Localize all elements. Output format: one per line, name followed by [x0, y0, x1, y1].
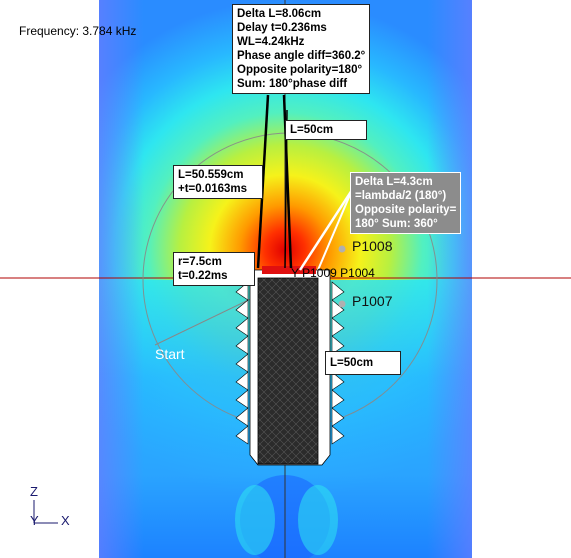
- start-label: Start: [155, 346, 185, 362]
- annotation-line: r=7.5cm: [178, 256, 222, 268]
- annotation-text: L=50cm: [290, 124, 334, 136]
- annotation-l50-right[interactable]: L=50cm: [325, 351, 401, 375]
- annotation-line: Opposite polarity=180°: [237, 64, 363, 76]
- annotation-text: L=50cm: [330, 357, 374, 369]
- annotation-line: WL=4.24kHz: [237, 36, 305, 48]
- probe-label-p1007[interactable]: P1007: [352, 293, 393, 309]
- annotation-radius[interactable]: r=7.5cm t=0.22ms: [173, 252, 255, 286]
- annotation-l50-top[interactable]: L=50cm: [285, 120, 367, 140]
- axis-x-label: X: [61, 513, 70, 528]
- annotation-line: Sum: 180°phase diff: [237, 78, 348, 90]
- annotation-line: L=50.559cm: [178, 169, 244, 181]
- annotation-line: +t=0.0163ms: [178, 183, 248, 195]
- annotation-line: Phase angle diff=360.2°: [237, 50, 366, 62]
- annotation-line: Delta L=4.3cm: [355, 176, 433, 188]
- axis-z-label: Z: [30, 484, 38, 499]
- annotation-delay-box[interactable]: Delta L=8.06cm Delay t=0.236ms WL=4.24kH…: [232, 4, 371, 94]
- annotation-line: Delay t=0.236ms: [237, 22, 327, 34]
- annotation-line: 180° Sum: 360°: [355, 218, 438, 230]
- axis-y-label: Y: [30, 513, 39, 528]
- annotation-line: =lambda/2 (180°): [355, 190, 447, 202]
- probe-label-overlap[interactable]: Y P1009 P1004: [291, 266, 375, 280]
- annotation-line: Delta L=8.06cm: [237, 8, 322, 20]
- annotation-line: Opposite polarity=: [355, 204, 457, 216]
- frequency-label: Frequency: 3.784 kHz: [19, 24, 137, 38]
- annotation-line: t=0.22ms: [178, 270, 228, 282]
- probe-label-p1008[interactable]: P1008: [352, 238, 393, 254]
- annotation-delta-box[interactable]: Delta L=4.3cm =lambda/2 (180°) Opposite …: [350, 172, 462, 234]
- annotation-l50559[interactable]: L=50.559cm +t=0.0163ms: [173, 165, 263, 199]
